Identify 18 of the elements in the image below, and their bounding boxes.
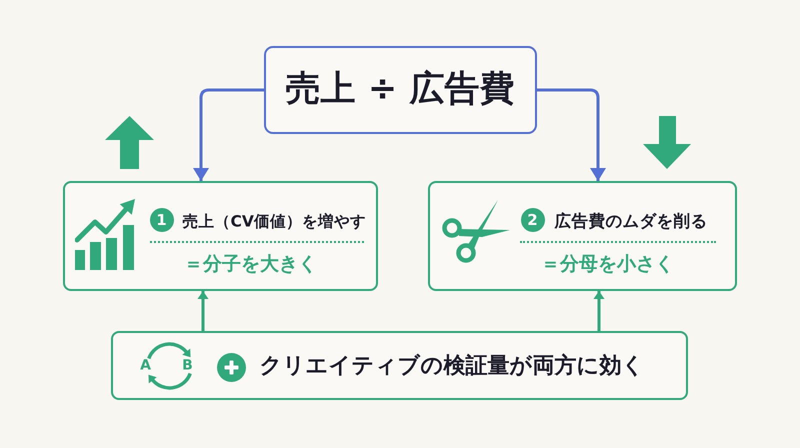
summary-text: クリエイティブの検証量が両方に効く [260,352,644,380]
connector-arrow [537,88,606,181]
summary-box [111,331,688,400]
number-badge: 1 [150,208,174,232]
number-badge: 2 [520,208,544,232]
step-heading: 広告費のムダを削る [554,211,708,232]
connector-arrow [594,291,604,331]
step-heading: 売上（CV価値）を増やす [182,212,366,232]
icon-letter: B [182,358,193,374]
icon-letter: A [140,358,151,374]
connector-arrow [193,88,264,181]
step-result: ＝分母を小さく [541,252,674,276]
step-box [428,181,737,291]
formula-text: 売上 ÷ 広告費 [286,68,514,111]
step-result: ＝分子を大きく [184,252,317,276]
step-box [63,181,378,291]
formula-box [264,46,537,134]
connector-arrow [198,291,208,331]
